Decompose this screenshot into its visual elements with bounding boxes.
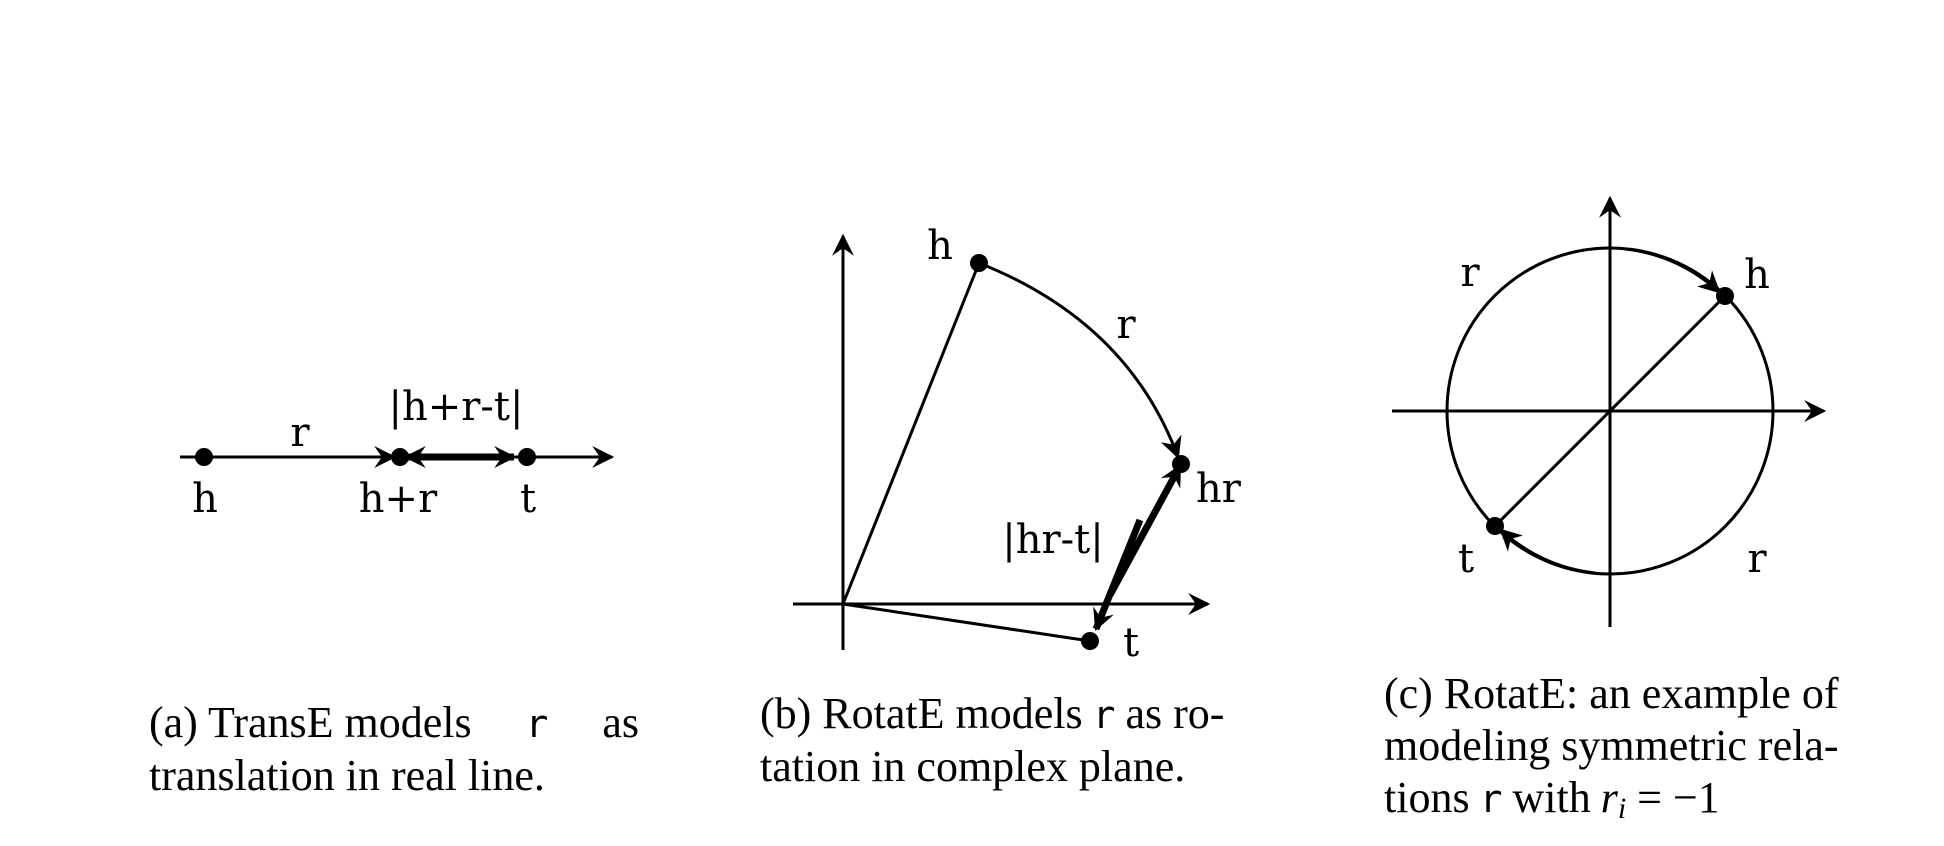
point-h-plus-r bbox=[391, 448, 409, 466]
caption-c-line3-mid: with bbox=[1512, 773, 1591, 822]
label-h-plus-r: h+r bbox=[359, 476, 438, 522]
label-t: t bbox=[1123, 620, 1139, 666]
caption-c: (c) RotatE: an example of modeling symme… bbox=[1384, 668, 1874, 835]
panel-c-symmetric: h t r r bbox=[1392, 195, 1827, 627]
caption-c-math: ri = −1 bbox=[1601, 772, 1720, 835]
caption-b-prefix: (b) RotatE models bbox=[760, 689, 1083, 738]
label-r: r bbox=[290, 410, 310, 456]
diameter-h-to-t bbox=[1493, 294, 1727, 528]
rotation-arc-r-bottom bbox=[1499, 528, 1596, 575]
caption-c-math-rest: = −1 bbox=[1626, 773, 1720, 822]
point-t bbox=[1081, 632, 1099, 650]
point-h bbox=[970, 254, 988, 272]
vector-h bbox=[841, 262, 981, 605]
caption-a-suffix: as bbox=[602, 698, 639, 747]
label-r-bottom: r bbox=[1747, 536, 1767, 582]
caption-b-suffix: as ro- bbox=[1125, 689, 1225, 738]
caption-a-line2: translation in real line. bbox=[149, 751, 545, 800]
point-t bbox=[518, 448, 536, 466]
point-h bbox=[1716, 287, 1734, 305]
label-t: t bbox=[520, 476, 536, 522]
caption-b: (b) RotatE models r as ro- tation in com… bbox=[760, 688, 1250, 793]
caption-a-code: r bbox=[525, 702, 549, 746]
label-distance: |h+r-t| bbox=[389, 384, 524, 430]
caption-c-math-sub: i bbox=[1617, 792, 1627, 825]
label-h: h bbox=[927, 223, 953, 269]
point-t bbox=[1486, 517, 1504, 535]
caption-c-line2: modeling symmetric rela- bbox=[1384, 721, 1839, 770]
caption-c-math-var: r bbox=[1600, 773, 1618, 822]
rotation-arc-r-top bbox=[1624, 247, 1721, 294]
caption-c-line1: (c) RotatE: an example of bbox=[1384, 669, 1839, 718]
panel-a-transe: r h h+r t |h+r-t| bbox=[180, 384, 615, 522]
caption-c-code: r bbox=[1479, 777, 1503, 821]
caption-b-code: r bbox=[1092, 693, 1116, 737]
label-distance: |hr-t| bbox=[1002, 517, 1103, 563]
caption-a: (a) TransE models r as translation in re… bbox=[149, 697, 639, 802]
rotation-arc-r bbox=[978, 261, 1182, 460]
caption-a-prefix: (a) TransE models bbox=[149, 698, 472, 747]
unit-circle bbox=[1445, 246, 1775, 576]
vector-t bbox=[842, 602, 1091, 643]
label-h: h bbox=[192, 476, 218, 522]
panel-b-rotate: h r hr t |hr-t| bbox=[793, 223, 1242, 666]
point-hr bbox=[1172, 455, 1190, 473]
label-hr: hr bbox=[1196, 466, 1242, 512]
caption-b-line2: tation in complex plane. bbox=[760, 742, 1186, 791]
label-r-top: r bbox=[1460, 250, 1480, 296]
point-h bbox=[195, 448, 213, 466]
distance-arrow-to-t bbox=[1092, 518, 1144, 632]
label-h: h bbox=[1744, 252, 1770, 298]
caption-c-line3-prefix: tions bbox=[1384, 773, 1470, 822]
label-r: r bbox=[1116, 302, 1136, 348]
label-t: t bbox=[1458, 536, 1474, 582]
